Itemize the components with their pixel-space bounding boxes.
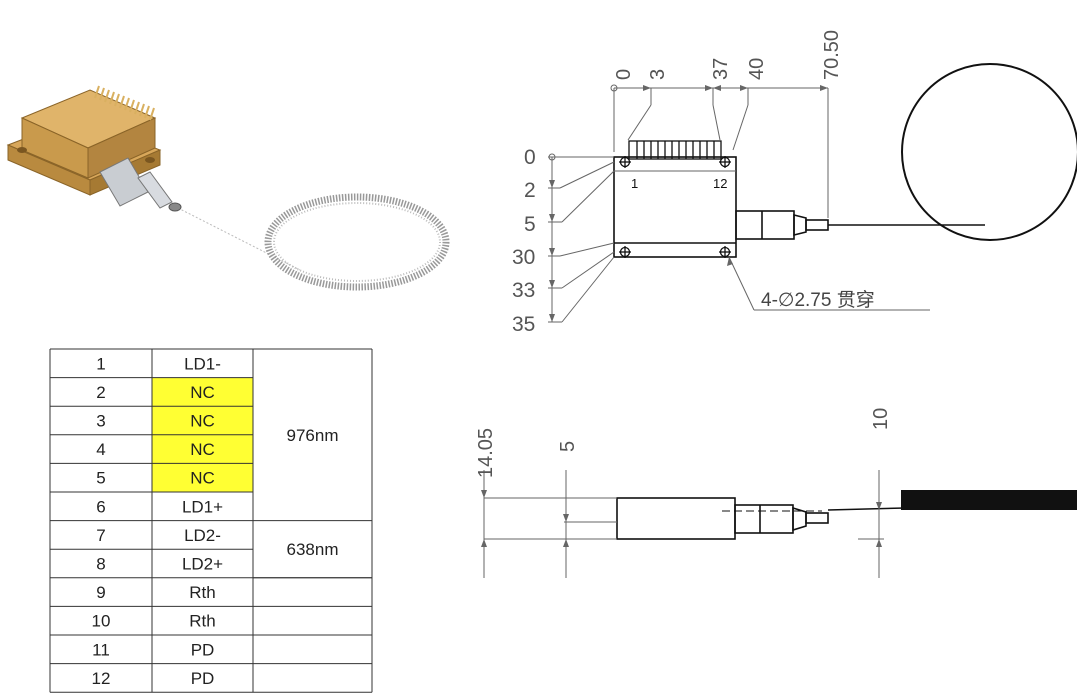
pin-number: 5 — [96, 469, 105, 488]
pin-function: PD — [191, 640, 215, 659]
pin-number: 8 — [96, 555, 105, 574]
side-dim-14-05: 14.05 — [475, 428, 497, 478]
pin-header — [628, 140, 722, 160]
x-dim-37: 37 — [710, 58, 732, 80]
side-dim-5: 5 — [557, 441, 579, 452]
y-dim-5: 5 — [524, 213, 536, 236]
pin-number: 3 — [96, 412, 105, 431]
fiber-coil — [901, 63, 1077, 241]
pin-function: Rth — [189, 612, 215, 631]
pin-number: 1 — [96, 354, 105, 373]
fiber-jacket — [901, 490, 1077, 510]
pin-number: 7 — [96, 526, 105, 545]
mounting-hole — [619, 156, 731, 258]
pin-function: NC — [190, 383, 215, 402]
pin-label-last: 12 — [713, 176, 727, 191]
wavelength-group-label: 638nm — [287, 540, 339, 559]
y-dim-0: 0 — [524, 146, 536, 169]
pin-function-highlight — [152, 434, 253, 464]
x-dim-3: 3 — [647, 69, 669, 80]
pin-function-highlight — [152, 377, 253, 407]
side-view-drawing: 14.05 5 10 — [475, 408, 1077, 578]
pin-number: 2 — [96, 383, 105, 402]
pin-function: PD — [191, 669, 215, 688]
pin-function: LD2- — [184, 526, 221, 545]
pin-function-highlight — [152, 463, 253, 492]
pin-function: LD2+ — [182, 555, 223, 574]
module-3d-illustration — [6, 85, 450, 291]
pin-number: 11 — [92, 640, 110, 659]
pin-function: NC — [190, 440, 215, 459]
pin-function-highlight — [152, 406, 253, 435]
pin-number: 12 — [92, 669, 111, 688]
x-dim-0: 0 — [613, 69, 635, 80]
side-dim-10: 10 — [870, 408, 892, 430]
x-dim-70-50: 70.50 — [821, 30, 843, 80]
pin-function: NC — [190, 412, 215, 431]
pin-number: 6 — [96, 497, 105, 516]
x-dim-40: 40 — [746, 58, 768, 80]
pin-function: Rth — [189, 583, 215, 602]
top-view-drawing: 0 3 37 40 70.50 0 2 5 30 33 35 1 — [512, 30, 1077, 336]
y-dim-35: 35 — [512, 313, 535, 336]
pin-number: 10 — [92, 612, 111, 631]
y-dim-2: 2 — [524, 179, 536, 202]
pin-number: 4 — [96, 440, 105, 459]
pin-function: NC — [190, 469, 215, 488]
pin-function: LD1- — [184, 354, 221, 373]
y-dim-33: 33 — [512, 279, 535, 302]
pin-label-first: 1 — [631, 176, 638, 191]
pin-number: 9 — [96, 583, 105, 602]
hole-note: 4-∅2.75 贯穿 — [761, 289, 875, 311]
y-dim-30: 30 — [512, 246, 535, 269]
pin-function: LD1+ — [182, 497, 223, 516]
wavelength-group-label: 976nm — [287, 426, 339, 445]
